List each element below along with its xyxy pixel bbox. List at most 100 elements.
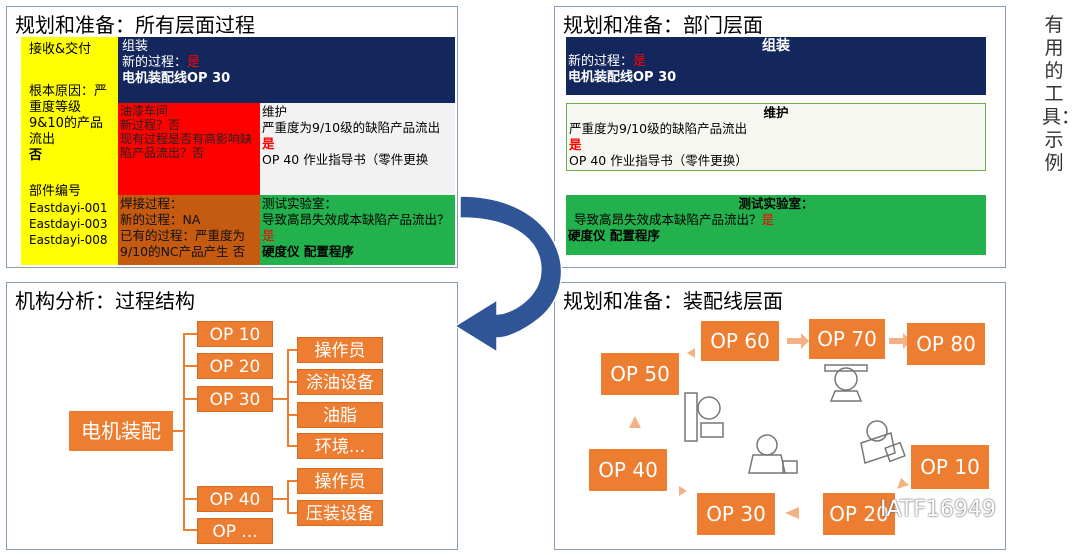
maintenance-title: 维护 [763,105,789,120]
arrow-icon [785,507,799,519]
op-node-more: OP ... [197,518,273,544]
arrow-icon [889,333,911,349]
root-cause-text: 根本原因：严重度等级9&10的产品流出 [29,84,108,147]
connector [183,333,185,529]
lab-text: 导致高昂失效成本缺陷产品流出？ [262,212,450,227]
left-yellow-column: 接收&交付 根本原因：严重度等级9&10的产品流出 否 部件编号 Eastday… [21,37,118,265]
panel-assembly-line-level: 规划和准备：装配线层面 OP 60 OP 7 [554,282,1006,550]
connector [183,333,197,335]
lab-yes: 是 [262,228,275,243]
line-op-80: OP 80 [907,323,985,365]
child-environment: 环境... [297,433,383,459]
connector [287,480,289,513]
assembly-box: 组装 新的过程：是 电机装配线OP 30 [118,37,455,103]
panel-title: 规划和准备：所有层面过程 [15,13,255,37]
assembly-new-label: 新的过程： [122,55,188,70]
lab-title: 测试实验室： [738,196,814,211]
line-op-20: OP 20 [823,493,895,535]
paint-exist-question: 现有过程是否有高影响缺陷产品流出？否 [120,132,253,160]
welding-exist: 已有的过程：严重度为9/10的NC产品产生 否 [120,228,246,259]
connector [287,512,297,514]
assembly-box: 组装 新的过程：是 电机装配线OP 30 [566,37,986,95]
connector [183,398,197,400]
panel-title: 规划和准备：部门层面 [563,13,763,37]
line-op-10: OP 10 [911,445,989,489]
part-number-2: Eastdayi-003 [29,217,108,231]
connector [173,430,183,432]
receiving-label: 接收&交付 [29,42,92,57]
connector [183,529,197,531]
worker-icon [824,364,868,402]
connector [287,445,297,447]
line-op-50: OP 50 [601,353,679,395]
test-lab-box: 测试实验室： 导致高昂失效成本缺陷产品流出？是 硬度仪 配置程序 [260,195,455,265]
test-lab-box: 测试实验室： 导致高昂失效成本缺陷产品流出？是 硬度仪 配置程序 [566,195,986,255]
assembly-title: 组装 [122,39,149,54]
maintenance-text: 严重度为9/10级的缺陷产品流出 [569,121,748,136]
welding-new: 新的过程：NA [120,212,201,227]
child-grease: 油脂 [297,402,383,428]
maintenance-op: OP 40 作业指导书（零件更换） [569,153,748,168]
part-number-label: 部件编号 [29,184,82,199]
lab-yes: 是 [761,212,775,227]
connector [273,498,287,500]
paint-new-question: 新过程？否 [120,118,181,132]
root-cause-answer: 否 [29,148,43,163]
line-op-70: OP 70 [809,319,885,359]
connector [287,381,297,383]
op-node-30: OP 30 [197,386,273,412]
child-press-equipment: 压装设备 [297,500,383,526]
assembly-line: 电机装配线OP 30 [568,70,677,85]
welding-box: 焊接过程： 新的过程：NA 已有的过程：严重度为9/10的NC产品产生 否 [118,195,260,265]
maintenance-title: 维护 [262,104,288,119]
connector [287,480,297,482]
maintenance-box: 维护 严重度为9/10级的缺陷产品流出 是 OP 40 作业指导书（零件更换） [566,103,986,171]
paint-title: 油漆车间 [120,104,169,118]
line-op-60: OP 60 [701,321,779,361]
lab-bold: 硬度仪 配置程序 [262,244,354,259]
maintenance-yes: 是 [262,136,275,151]
assembly-new-value: 是 [633,54,647,69]
panel-process-structure: 机构分析：过程结构 电机装配 OP 10 OP 20 OP 30 OP 40 O… [6,282,458,550]
worker-icon [860,420,906,464]
assembly-title: 组装 [762,38,790,54]
part-number-1: Eastdayi-001 [29,201,108,215]
op-node-40: OP 40 [197,486,273,512]
connector [287,349,289,446]
child-operator: 操作员 [297,337,383,363]
assembly-line: 电机装配线OP 30 [122,71,231,86]
lab-bold: 硬度仪 配置程序 [568,228,660,243]
connector [183,498,197,500]
worker-icon [684,392,724,442]
connector [273,398,287,400]
maintenance-text: 严重度为9/10级的缺陷产品流出 [262,120,441,135]
line-op-30: OP 30 [697,493,775,535]
child-operator-2: 操作员 [297,468,383,494]
panel-all-levels: 规划和准备：所有层面过程 接收&交付 根本原因：严重度等级9&10的产品流出 否… [6,6,458,268]
arrow-icon [629,416,641,428]
line-op-40: OP 40 [589,449,667,491]
maintenance-op: OP 40 作业指导书（零件更换 [262,152,429,167]
arrow-icon [679,486,687,496]
op-node-10: OP 10 [197,321,273,347]
child-oiling-equipment: 涂油设备 [297,369,383,395]
panel-title: 机构分析：过程结构 [15,289,195,313]
connector [183,365,197,367]
assembly-new-label: 新的过程： [568,54,634,69]
worker-icon [748,434,798,474]
lab-title: 测试实验室： [262,196,338,211]
arrow-icon [897,478,909,489]
maintenance-box: 维护 严重度为9/10级的缺陷产品流出 是 OP 40 作业指导书（零件更换 [260,103,455,195]
watermark-text: IATF16949 [880,497,996,522]
op-node-20: OP 20 [197,353,273,379]
panel-title: 规划和准备：装配线层面 [563,289,783,313]
connector [287,349,297,351]
side-title: 有用的工具：示例 [1042,14,1080,174]
arrow-icon [787,333,809,349]
connector [287,414,297,416]
flow-arrows [629,333,911,519]
welding-title: 焊接过程： [120,196,183,211]
arrow-icon [687,348,695,358]
panel-department-level: 规划和准备：部门层面 组装 新的过程：是 电机装配线OP 30 维护 严重度为9… [554,6,1006,268]
lab-text: 导致高昂失效成本缺陷产品流出？ [574,212,762,227]
